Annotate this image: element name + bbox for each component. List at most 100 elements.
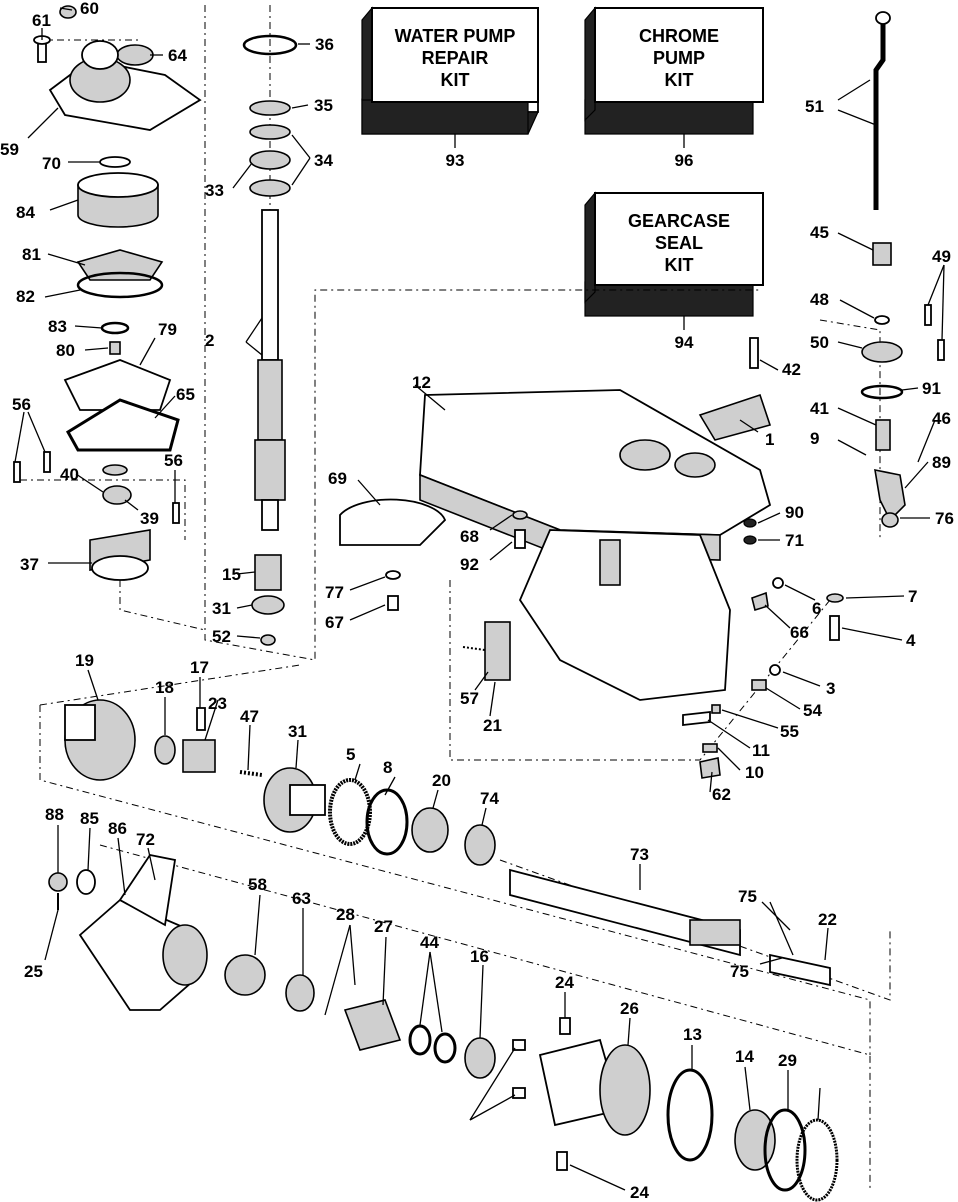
callout-68: 92 [460,555,479,574]
chrome-pump-kit-line-1: CHROME [639,26,719,46]
callout-90: 71 [785,531,804,550]
water-pump-kit-line-1: WATER PUMP [395,26,516,46]
callout-34: 33 [205,181,224,200]
callout-52: 51 [805,97,824,116]
shift-rod-assembly [698,11,945,528]
callout-60: 60 [80,0,99,18]
callout-11: 10 [745,763,764,782]
water-pump-kit-box: WATER PUMP REPAIR KIT 93 [361,6,539,170]
gearcase-seal-kit-line-1: GEARCASE [628,211,730,231]
callout-91: 42 [782,360,801,379]
callout-39: 39 [140,509,159,528]
callout-57: 21 [483,716,502,735]
callout-3: 54 [803,701,822,720]
callout-48: 50 [810,333,829,352]
chrome-pump-kit-line-3: KIT [665,70,694,90]
callout-49: 48 [810,290,829,309]
callout-51: 45 [810,223,829,242]
callout-10: 62 [712,785,731,804]
gearcase-seal-kit-number: 94 [675,333,694,352]
gearcase-seal-kit-line-2: SEAL [655,233,703,253]
callout-69: 68 [460,527,479,546]
gearcase-housing [339,389,772,701]
callout-76: 69 [328,469,347,488]
callout-56-right: 56 [164,451,183,470]
callout-56-left: 56 [12,395,31,414]
callout-40: 40 [60,465,79,484]
callout-12: 76 [935,509,954,528]
callout-71: 77 [325,583,344,602]
callout-61: 61 [32,11,51,30]
water-pump-kit-line-3: KIT [441,70,470,90]
callout-24: 13 [683,1025,702,1044]
callout-22-top: 24 [555,973,574,992]
callout-17: 23 [208,694,227,713]
callout-25: 26 [620,999,639,1018]
callout-23: 47 [240,707,259,726]
callout-36: 35 [314,96,333,115]
callout-15-bottom: 31 [288,722,307,741]
leader-lines [14,7,945,1191]
chrome-pump-kit-line-2: PUMP [653,48,705,68]
callout-33: 2 [205,331,214,350]
callout-41: 9 [810,429,819,448]
gearcase-seal-kit-line-3: KIT [665,255,694,275]
callout-8: 74 [480,789,499,808]
water-pump-kit-number: 93 [446,151,465,170]
callout-77: 67 [325,613,344,632]
callout-74: 88 [45,805,64,824]
callout-15-top: 31 [212,599,231,618]
callout-65: 65 [176,385,195,404]
callout-18: 17 [190,658,209,677]
callout-7: 6 [812,599,821,618]
callout-53: 8 [383,758,392,777]
small-fasteners [385,510,844,779]
water-pump-assembly [13,5,202,581]
callout-54: 55 [780,722,799,741]
callout-73: 85 [80,809,99,828]
callout-4: 3 [826,679,835,698]
callout-44-bottom: 75 [730,962,749,981]
callout-50: 91 [922,379,941,398]
callout-28: 44 [420,933,439,952]
callout-83: 83 [48,317,67,336]
callout-88: 86 [108,819,127,838]
callout-35: 34 [314,151,333,170]
callout-20: 73 [630,845,649,864]
gearcase-seal-kit-box: GEARCASE SEAL KIT 94 [584,191,764,352]
callout-70: 70 [42,154,61,173]
propshaft-gear-row [64,699,831,987]
callout-45: 49 [932,247,951,266]
callout-92: 90 [785,503,804,522]
callout-26: 14 [735,1047,754,1066]
callout-47: 5 [346,745,355,764]
callout-42: 41 [810,399,829,418]
callout-6: 66 [790,623,809,642]
water-pump-kit-line-2: REPAIR [422,48,489,68]
callout-13: 29 [778,1051,797,1070]
callout-75: 25 [24,962,43,981]
callout-79: 79 [158,320,177,339]
callout-72: 63 [292,889,311,908]
callout-86: 58 [248,875,267,894]
callout-27: 16 [470,947,489,966]
callout-84: 84 [16,203,35,222]
callout-38: 37 [20,555,39,574]
callout-59: 59 [0,140,19,159]
callout-62: 57 [460,689,479,708]
callout-37: 36 [315,35,334,54]
callout-5: 20 [432,771,451,790]
callout-58: 28 [336,905,355,924]
callout-46: 89 [932,453,951,472]
callout-1: 12 [412,373,431,392]
callout-66: 4 [906,631,916,650]
callout-16: 22 [818,910,837,929]
chrome-pump-kit-box: CHROME PUMP KIT 96 [584,6,764,170]
callout-2: 15 [222,565,241,584]
chrome-pump-kit-number: 96 [675,151,694,170]
driveshaft-assembly [242,34,298,646]
callout-31: 52 [212,627,231,646]
